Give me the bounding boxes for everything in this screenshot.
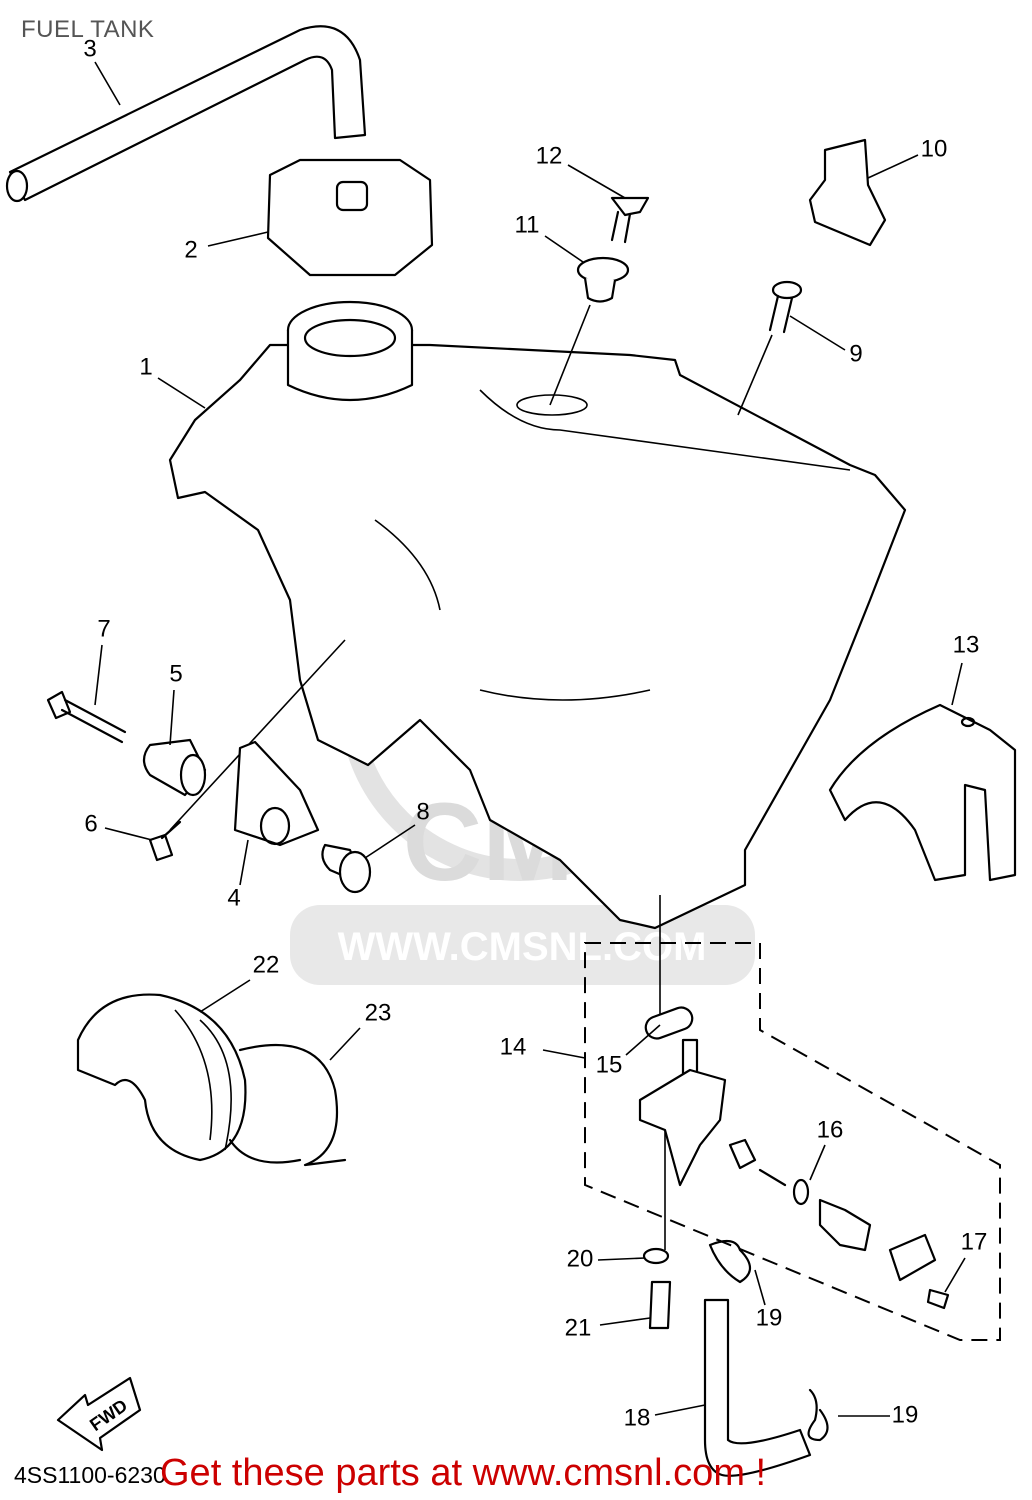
part-15-gasket: [644, 1006, 694, 1040]
callout-19-upper: 19: [756, 1304, 783, 1331]
part-2-fuel-cap: [266, 158, 434, 277]
part-13-cover: [828, 703, 1017, 882]
callout-17: 17: [961, 1228, 988, 1255]
callout-1: 1: [139, 353, 152, 380]
callout-21: 21: [565, 1314, 592, 1341]
callout-3: 3: [83, 35, 96, 62]
part-3-breather-hose: [5, 25, 367, 203]
part-4-bracket: [233, 740, 320, 847]
part-12-screw: [610, 196, 650, 244]
part-16-oring: [728, 1138, 872, 1252]
part-5-damper: [142, 738, 207, 797]
part-22-insulator: [76, 993, 247, 1162]
callout-labels: 1 2 3 4 5 6 7 8 9 10 11 12 13 14 15 16 1…: [83, 35, 987, 1431]
fuel-cock-body: [638, 1038, 727, 1250]
part-10-clip: [808, 138, 887, 247]
part-20-washer: [642, 1247, 670, 1265]
callout-11: 11: [515, 211, 540, 238]
part-1-fuel-tank: [168, 300, 907, 930]
part-21-bolt: [648, 1280, 672, 1330]
callout-7: 7: [97, 615, 110, 642]
callout-9: 9: [849, 340, 862, 367]
callout-6: 6: [84, 810, 97, 837]
callout-10: 10: [921, 135, 948, 162]
callout-19-lower: 19: [892, 1401, 919, 1428]
part-6-bolt: [148, 639, 346, 862]
callout-22: 22: [253, 951, 280, 978]
part-19-clip-upper: [708, 1239, 752, 1284]
promo-link[interactable]: Get these parts at www.cmsnl.com !: [160, 1452, 767, 1494]
leader-lines: [94, 61, 966, 1417]
forward-arrow-icon: FWD: [56, 1376, 142, 1452]
callout-14: 14: [500, 1033, 527, 1060]
callout-23: 23: [365, 999, 392, 1026]
part-23-band: [228, 1043, 347, 1167]
callout-13: 13: [953, 631, 980, 658]
callout-5: 5: [169, 660, 182, 687]
part-17-plate-and-screw: [888, 1233, 950, 1310]
watermark-url-text: WWW.CMSNL.COM: [338, 925, 707, 969]
part-18-fuel-hose: [703, 1298, 812, 1477]
part-19-clip-lower: [807, 1388, 829, 1442]
callout-18: 18: [624, 1404, 651, 1431]
callout-12: 12: [536, 142, 563, 169]
part-7-bolt: [46, 690, 127, 744]
part-11-grommet: [549, 256, 630, 406]
part-14-fuel-cock-assembly-outline: [584, 942, 1001, 1341]
callout-16: 16: [817, 1116, 844, 1143]
callout-4: 4: [227, 884, 240, 911]
callout-15: 15: [596, 1051, 623, 1078]
callout-2: 2: [184, 236, 197, 263]
part-9-bolt: [737, 280, 803, 416]
callout-8: 8: [416, 798, 429, 825]
part-8-collar: [321, 843, 372, 894]
diagram-code: 4SS1100-6230: [14, 1462, 166, 1488]
callout-20: 20: [567, 1245, 594, 1272]
diagram-title: FUEL TANK: [21, 16, 155, 43]
